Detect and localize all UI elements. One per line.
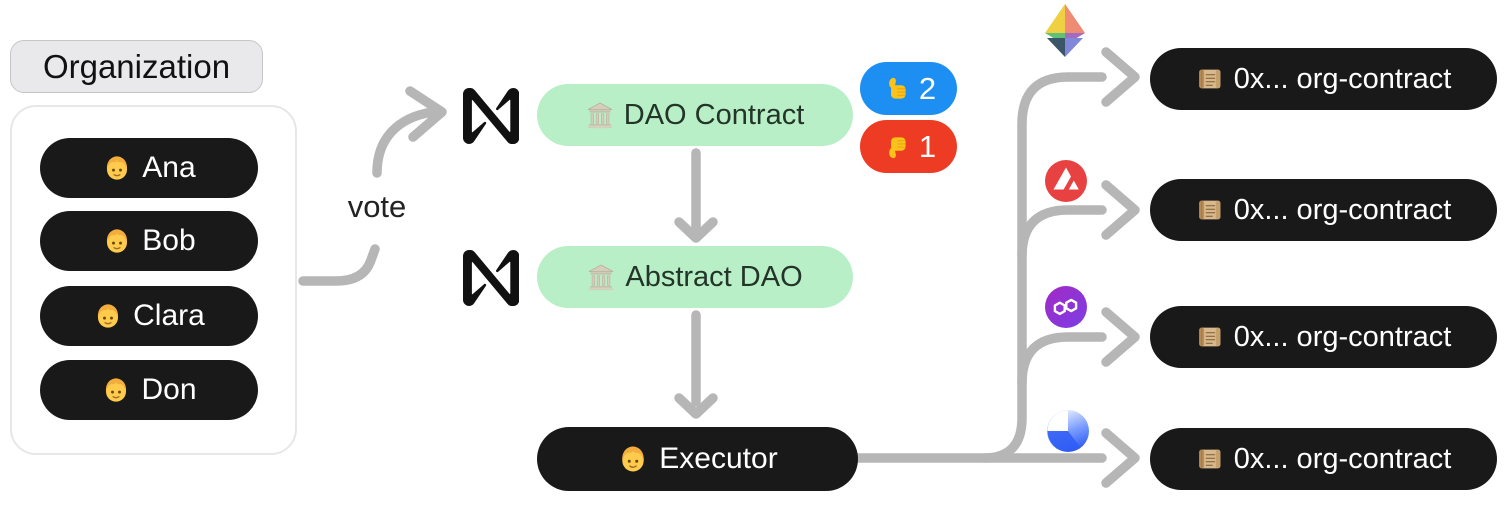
vote-up-count: 2 xyxy=(918,70,937,106)
organization-label: Organization xyxy=(10,40,263,93)
abstract-dao-node: Abstract DAO xyxy=(537,246,853,308)
vote-arrowhead xyxy=(405,86,447,142)
blue-sphere-icon xyxy=(1047,410,1089,452)
scroll-icon xyxy=(1198,200,1221,220)
executor-label: Executor xyxy=(659,442,778,475)
member-name: Bob xyxy=(142,224,196,257)
ethereum-icon xyxy=(1045,4,1085,57)
branch-arrowhead-1 xyxy=(1101,47,1140,107)
member-name: Ana xyxy=(142,151,196,184)
dao-contract-node: DAO Contract xyxy=(537,84,853,146)
org-contract-pill-blue-sphere: 0x... org-contract xyxy=(1150,428,1497,490)
dao-to-abstract-arrowhead xyxy=(674,217,718,243)
org-contract-label: 0x... org-contract xyxy=(1233,442,1452,475)
vote-up-badge: 2 xyxy=(860,62,957,115)
branch-arrowhead-3 xyxy=(1101,307,1140,367)
bank-icon xyxy=(587,102,612,129)
branch-3 xyxy=(1017,332,1107,388)
executor-node: Executor xyxy=(537,427,858,491)
organization-label-text: Organization xyxy=(42,47,231,85)
person-icon xyxy=(107,229,128,253)
branch-2 xyxy=(1017,205,1107,261)
vote-label: vote xyxy=(347,189,407,224)
branch-arrowhead-4 xyxy=(1101,428,1140,488)
org-contract-pill-polygon: 0x... org-contract xyxy=(1150,306,1497,368)
org-to-vote-connector xyxy=(298,244,380,286)
thumbs-down-icon xyxy=(889,136,906,158)
abstract-to-executor-arrowhead xyxy=(674,393,718,419)
dao-contract-label: DAO Contract xyxy=(623,98,805,131)
member-pill-clara: Clara xyxy=(40,286,258,346)
scroll-icon xyxy=(1198,327,1221,347)
near-logo-icon xyxy=(463,88,519,144)
thumbs-up-icon xyxy=(889,77,906,99)
person-icon xyxy=(98,304,119,328)
scroll-icon xyxy=(1198,69,1221,89)
vote-arrow-shaft xyxy=(372,107,437,178)
org-contract-label: 0x... org-contract xyxy=(1233,62,1452,95)
polygon-icon xyxy=(1045,286,1087,328)
member-pill-ana: Ana xyxy=(40,138,258,198)
org-contract-pill-ethereum: 0x... org-contract xyxy=(1150,48,1497,110)
vote-down-badge: 1 xyxy=(860,120,957,173)
scroll-icon xyxy=(1198,449,1221,469)
member-name: Don xyxy=(141,373,197,406)
abstract-dao-label: Abstract DAO xyxy=(625,260,803,293)
branch-trunk xyxy=(979,72,1107,463)
bank-icon xyxy=(589,264,614,291)
person-icon xyxy=(106,378,127,402)
person-icon xyxy=(622,446,645,472)
vote-down-count: 1 xyxy=(918,128,937,164)
org-contract-pill-avalanche: 0x... org-contract xyxy=(1150,179,1497,241)
member-pill-bob: Bob xyxy=(40,211,258,271)
branch-arrowhead-2 xyxy=(1101,180,1140,240)
org-contract-label: 0x... org-contract xyxy=(1233,320,1452,353)
member-pill-don: Don xyxy=(40,360,258,420)
org-contract-label: 0x... org-contract xyxy=(1233,193,1452,226)
person-icon xyxy=(107,156,128,180)
near-logo-icon xyxy=(463,250,519,306)
avalanche-icon xyxy=(1045,160,1087,202)
member-name: Clara xyxy=(133,299,205,332)
